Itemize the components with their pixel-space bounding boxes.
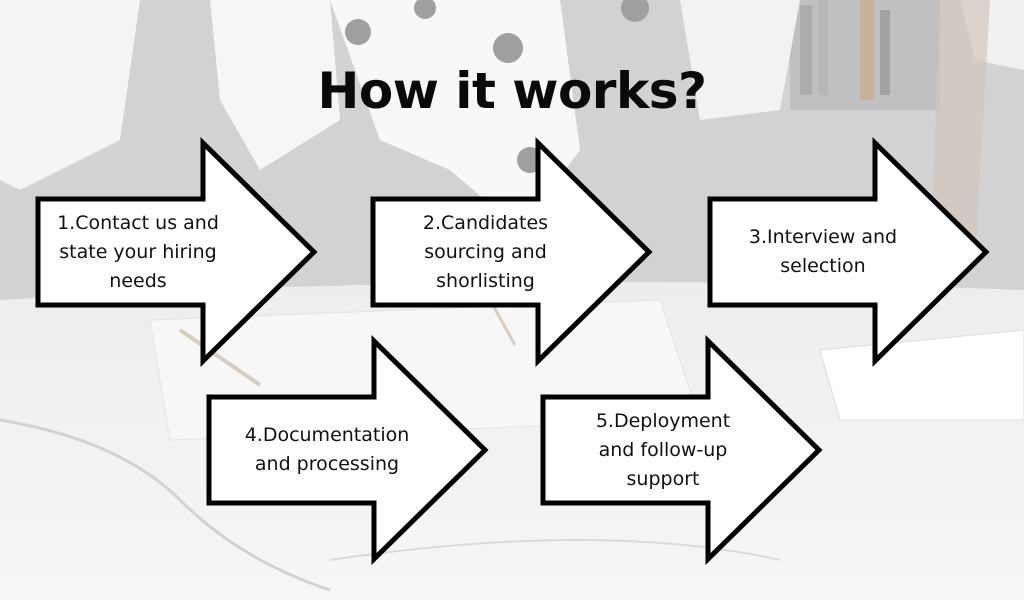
step-arrow-4: 4.Documentation and processing: [206, 335, 489, 565]
step-label: 4.Documentation and processing: [244, 424, 410, 475]
right-arrow-icon: [370, 137, 653, 367]
step-label: 5.Deployment and follow-up support: [595, 409, 731, 490]
right-arrow-icon: [35, 137, 318, 367]
page-title: How it works?: [317, 62, 707, 120]
step-arrow-5: 5.Deployment and follow-up support: [540, 335, 823, 565]
step-arrow-1: 1.Contact us and state your hiring needs: [35, 137, 318, 367]
right-arrow-icon: [540, 335, 823, 565]
right-arrow-icon: [206, 335, 489, 565]
right-arrow-icon: [707, 137, 990, 367]
step-label: 3.Interview and selection: [748, 226, 898, 277]
step-label: 1.Contact us and state your hiring needs: [57, 211, 219, 292]
step-arrow-2: 2.Candidates sourcing and shorlisting: [370, 137, 653, 367]
step-label: 2.Candidates sourcing and shorlisting: [422, 211, 549, 292]
step-arrow-3: 3.Interview and selection: [707, 137, 990, 367]
